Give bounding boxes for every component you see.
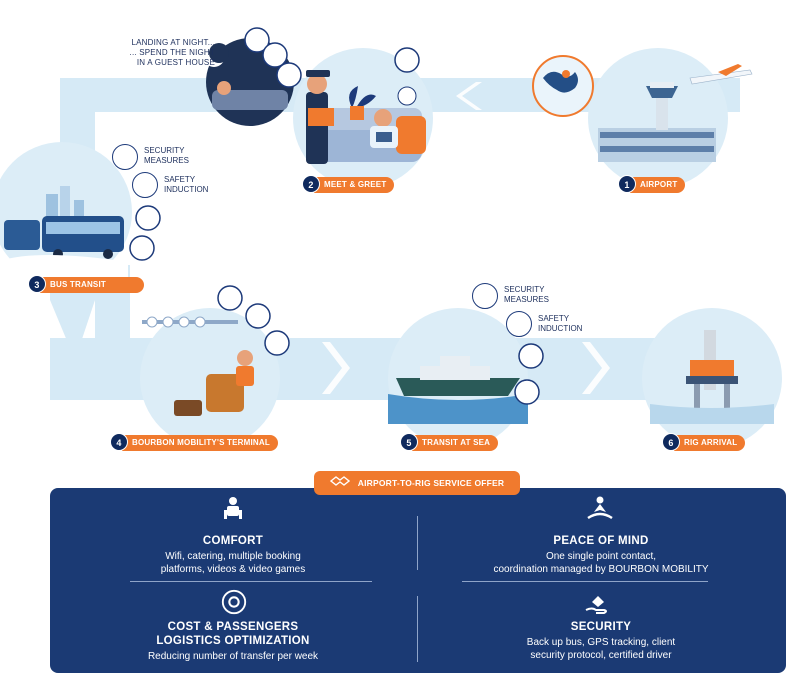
service-offer-title: AIRPORT-TO-RIG SERVICE OFFER [357,478,505,488]
service-offer-badge: AIRPORT-TO-RIG SERVICE OFFER [314,471,520,495]
stage-transit-sea: 5 TRANSIT AT SEA [400,433,499,452]
stage-number: 4 [110,433,128,451]
bus-transit-scene [0,186,161,280]
stage-number: 1 [618,175,636,193]
feature-label: SAFETY INDUCTION [538,314,583,333]
benefit-cost-optimization: COST & PASSENGERS LOGISTICS OPTIMIZATION… [78,620,388,663]
security-hand-icon [585,596,607,614]
eye-icon [112,144,138,170]
meet-greet-scene [306,47,426,164]
benefit-text: Wifi, catering, multiple booking platfor… [160,551,306,575]
stage-name: BOURBON MOBILITY'S TERMINAL [122,435,278,451]
benefit-comfort: COMFORT Wifi, catering, multiple booking… [78,534,388,576]
stage-meet-greet: 2 MEET & GREET [302,175,395,194]
airport-scene [532,55,753,162]
helmet-icon [506,311,532,337]
helmet-icon [132,172,158,198]
panel-divider-horizontal [130,581,372,582]
stage-name: BUS TRANSIT [40,277,144,293]
benefit-peace-of-mind: PEACE OF MIND One single point contact, … [442,534,760,576]
stage-rig-arrival: 6 RIG ARRIVAL [662,433,746,452]
stage-number: 5 [400,433,418,451]
handshake-icon [329,472,350,496]
stage-name: MEET & GREET [314,177,395,193]
benefit-text: One single point contact, coordination m… [493,551,709,575]
comfort-icon [224,497,242,519]
panel-divider-horizontal [462,581,708,582]
stage-number: 2 [302,175,320,193]
benefit-title: COST & PASSENGERS LOGISTICS OPTIMIZATION [156,621,310,647]
feature-label: SECURITY MEASURES [504,285,549,304]
benefit-title: PEACE OF MIND [553,535,649,547]
terminal-scene [142,285,290,416]
sea-scene [388,343,544,424]
panel-divider-vertical [417,516,418,570]
benefit-security: SECURITY Back up bus, GPS tracking, clie… [442,620,760,662]
benefit-text: Reducing number of transfer per week [147,651,319,662]
rig-scene [650,330,774,424]
benefits-panel: COMFORT Wifi, catering, multiple booking… [50,488,786,673]
stage-name: TRANSIT AT SEA [412,435,499,451]
feature-label: SAFETY INDUCTION [164,175,209,194]
meditation-icon [587,496,613,520]
night-note: LANDING AT NIGHT... ... SPEND THE NIGHT … [129,38,215,67]
stage-airport: 1 AIRPORT [618,175,686,194]
benefit-title: COMFORT [202,535,264,547]
stage-terminal: 4 BOURBON MOBILITY'S TERMINAL [110,433,278,452]
guest-house-scene [203,27,302,126]
cost-gear-icon [221,589,247,615]
feature-label: SECURITY MEASURES [144,146,189,165]
stage-number: 6 [662,433,680,451]
journey-map [0,27,782,448]
eye-icon [472,283,498,309]
stage-name: RIG ARRIVAL [674,435,746,451]
stage-number: 3 [28,275,46,293]
stage-name: AIRPORT [630,177,686,193]
benefit-text: Back up bus, GPS tracking, client securi… [526,637,676,661]
stage-bus-transit: 3 BUS TRANSIT [28,275,144,294]
panel-divider-vertical [417,596,418,662]
benefit-title: SECURITY [570,621,632,633]
